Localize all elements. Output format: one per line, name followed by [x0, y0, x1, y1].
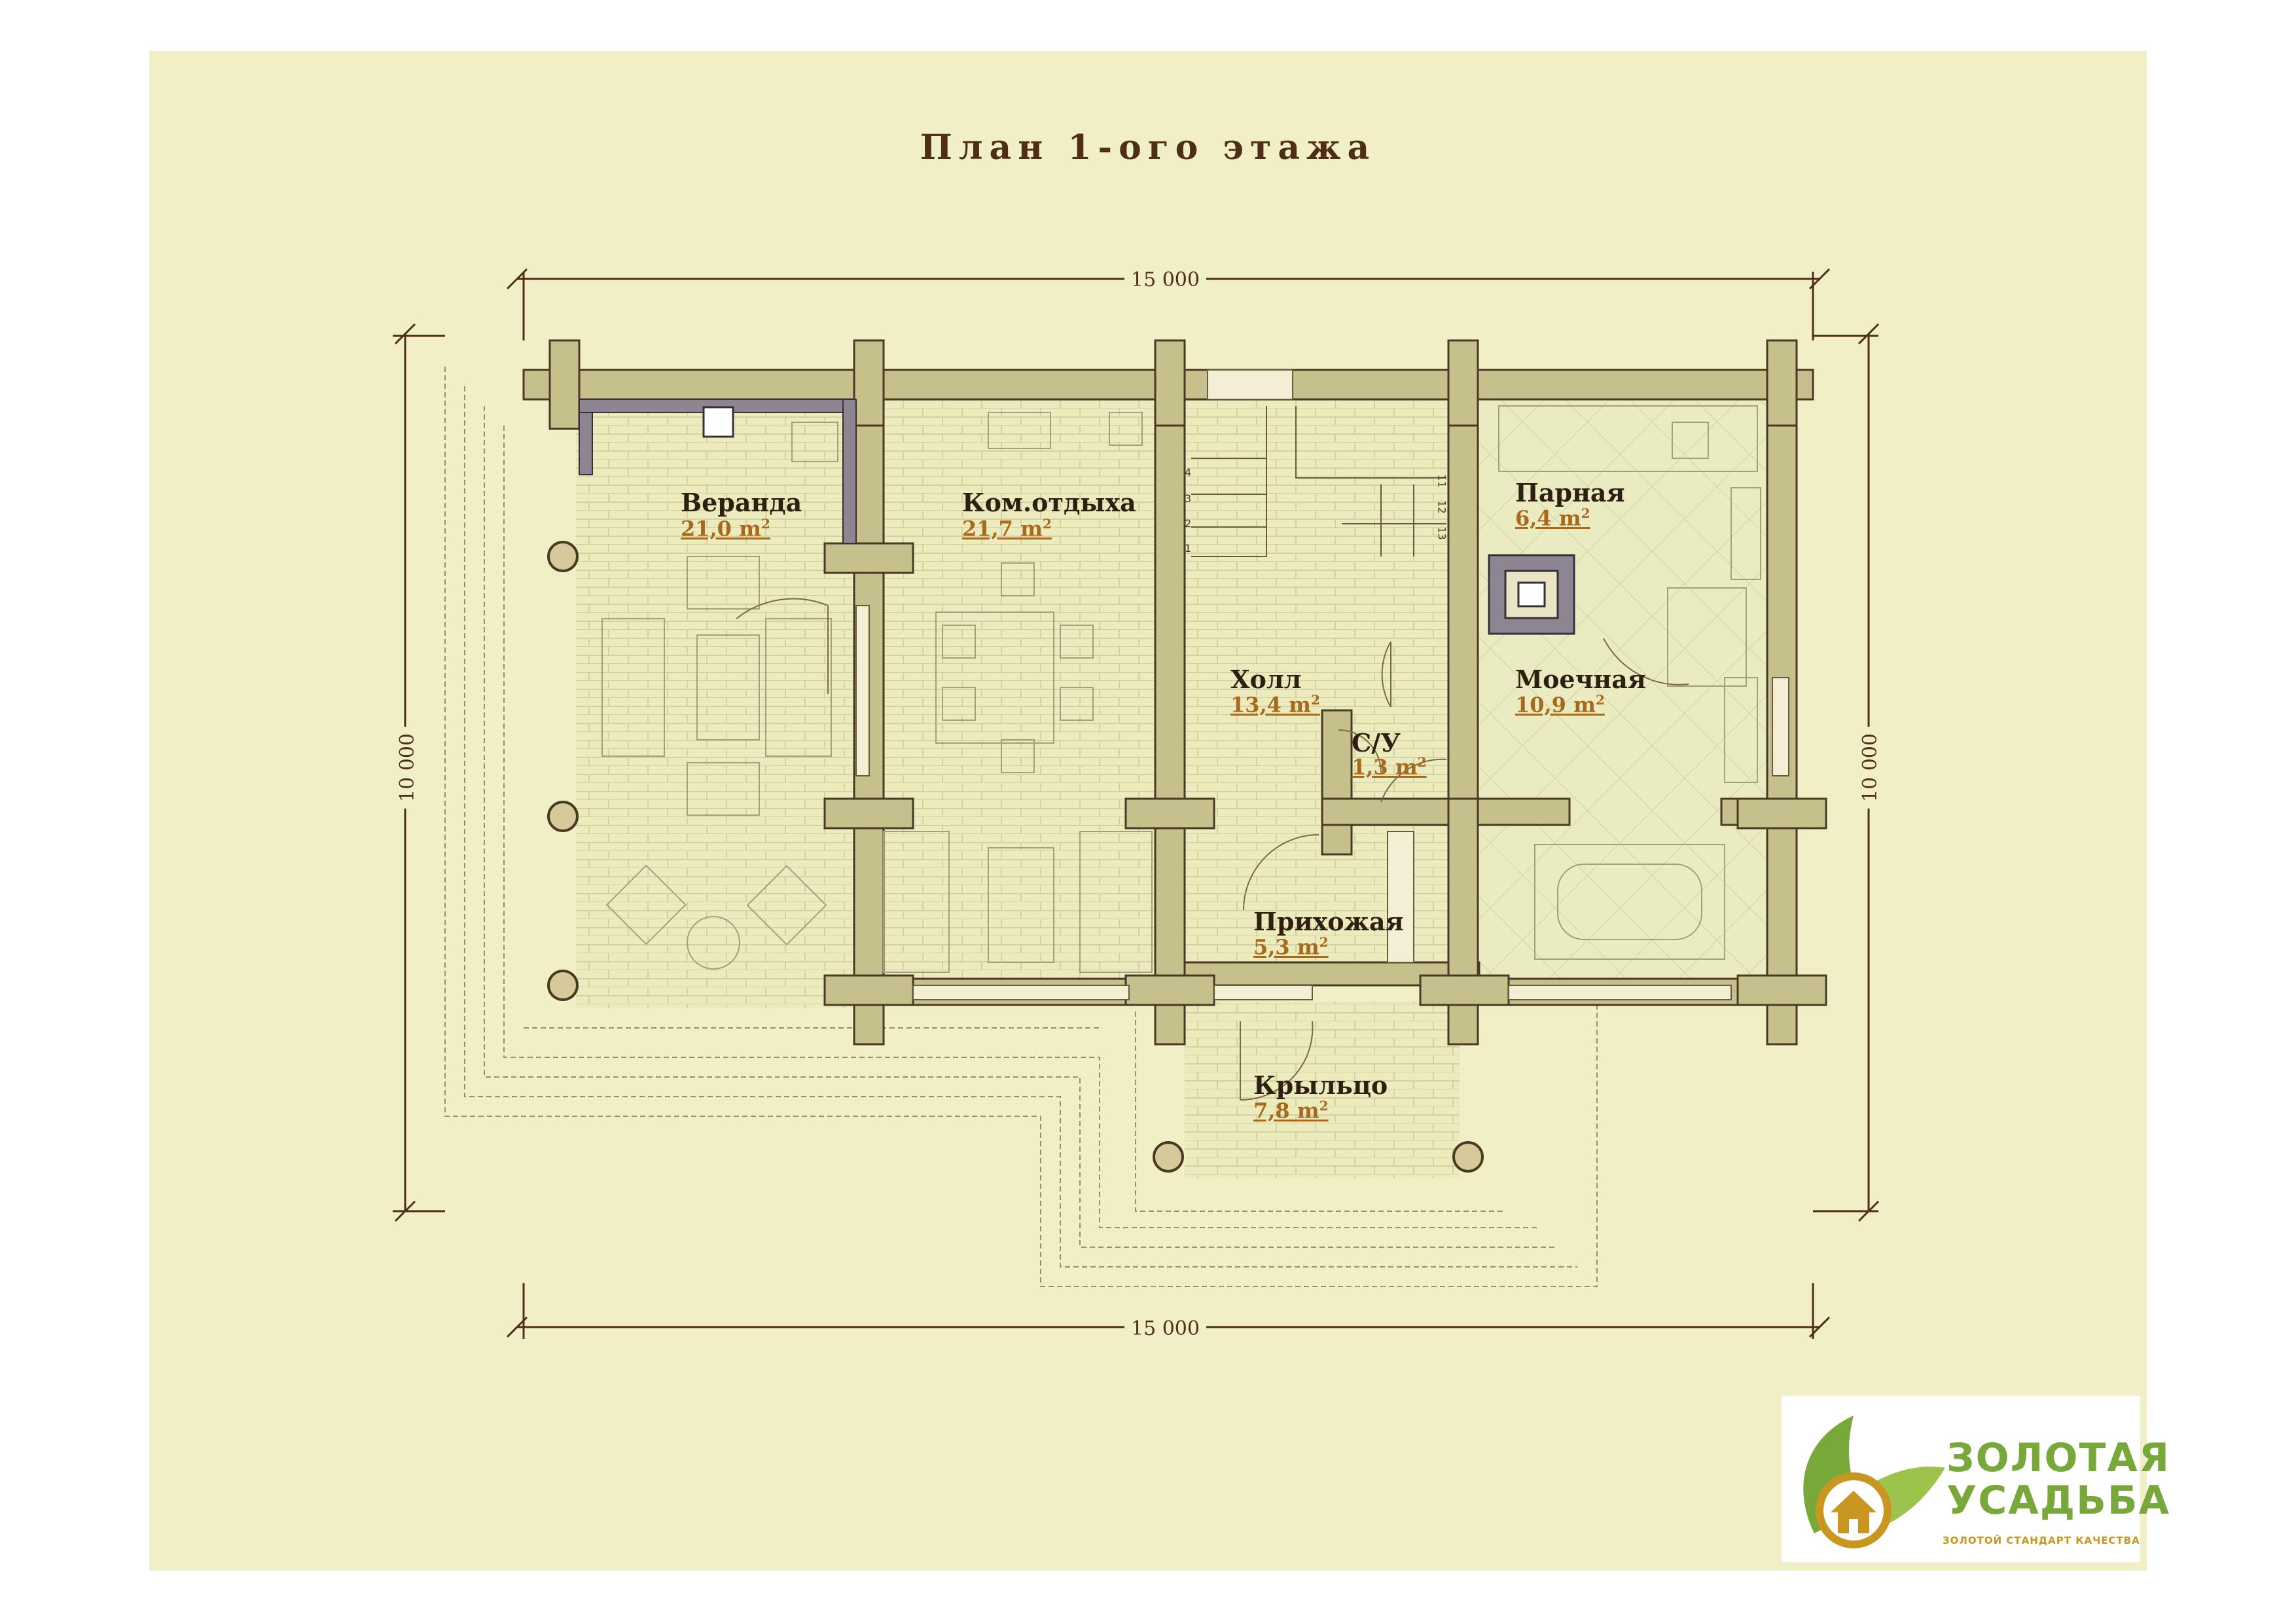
stair-number: 2 — [1185, 517, 1192, 530]
room-area-steam-room: 6,4 m2 — [1515, 505, 1590, 531]
stair-number: 13 — [1435, 526, 1448, 540]
room-label-veranda: Веранда — [681, 488, 802, 517]
room-area-porch: 7,8 m2 — [1253, 1098, 1329, 1123]
veranda-columns — [547, 541, 1484, 1173]
room-area-washing-room: 10,9 m2 — [1515, 692, 1605, 718]
dimension-left: 10 000 — [395, 727, 419, 809]
room-label-porch: Крыльцо — [1253, 1070, 1388, 1100]
stair-number: 4 — [1185, 466, 1192, 479]
doors — [736, 598, 1689, 1101]
walls — [522, 339, 1827, 1046]
room-label-rest-room: Ком.отдыха — [962, 488, 1136, 517]
page-title: План 1-ого этажа — [920, 128, 1376, 168]
dimension-right: 10 000 — [1858, 727, 1882, 809]
stair-number: 12 — [1435, 500, 1448, 514]
room-label-steam-room: Парная — [1515, 478, 1625, 507]
room-area-veranda: 21,0 m2 — [681, 516, 770, 541]
room-label-entrance: Прихожая — [1253, 907, 1404, 936]
logo-line-1: ЗОЛОТАЯ — [1946, 1435, 2171, 1481]
logo-line-2: УСАДЬБА — [1946, 1478, 2171, 1523]
room-area-entrance: 5,3 m2 — [1253, 934, 1329, 960]
company-logo: ЗОЛОТАЯ УСАДЬБА ЗОЛОТОЙ СТАНДАРТ КАЧЕСТВ… — [1782, 1396, 2169, 1562]
veranda-partition — [579, 399, 857, 544]
stairs — [1191, 406, 1446, 557]
room-label-washing-room: Моечная — [1515, 665, 1646, 694]
stair-number: 3 — [1185, 492, 1192, 505]
windows — [855, 369, 1789, 1000]
terrace-outline — [444, 367, 1598, 1287]
stair-number: 11 — [1435, 474, 1448, 488]
room-floors — [576, 396, 1767, 1178]
furniture — [601, 405, 1761, 973]
leaf-house-icon — [1803, 1415, 1945, 1548]
room-label-bathroom: С/У — [1352, 728, 1401, 757]
room-area-bathroom: 1,3 m2 — [1352, 754, 1427, 780]
dimension-lines — [393, 268, 1880, 1339]
stove — [702, 406, 1575, 635]
dimension-bottom: 15 000 — [1124, 1317, 1206, 1340]
room-area-hall: 13,4 m2 — [1230, 692, 1320, 718]
logo-tagline: ЗОЛОТОЙ СТАНДАРТ КАЧЕСТВА — [1943, 1535, 2140, 1546]
room-area-rest-room: 21,7 m2 — [962, 516, 1052, 541]
room-label-hall: Холл — [1230, 665, 1302, 694]
dimension-top: 15 000 — [1124, 268, 1206, 291]
stair-number: 1 — [1185, 542, 1192, 555]
